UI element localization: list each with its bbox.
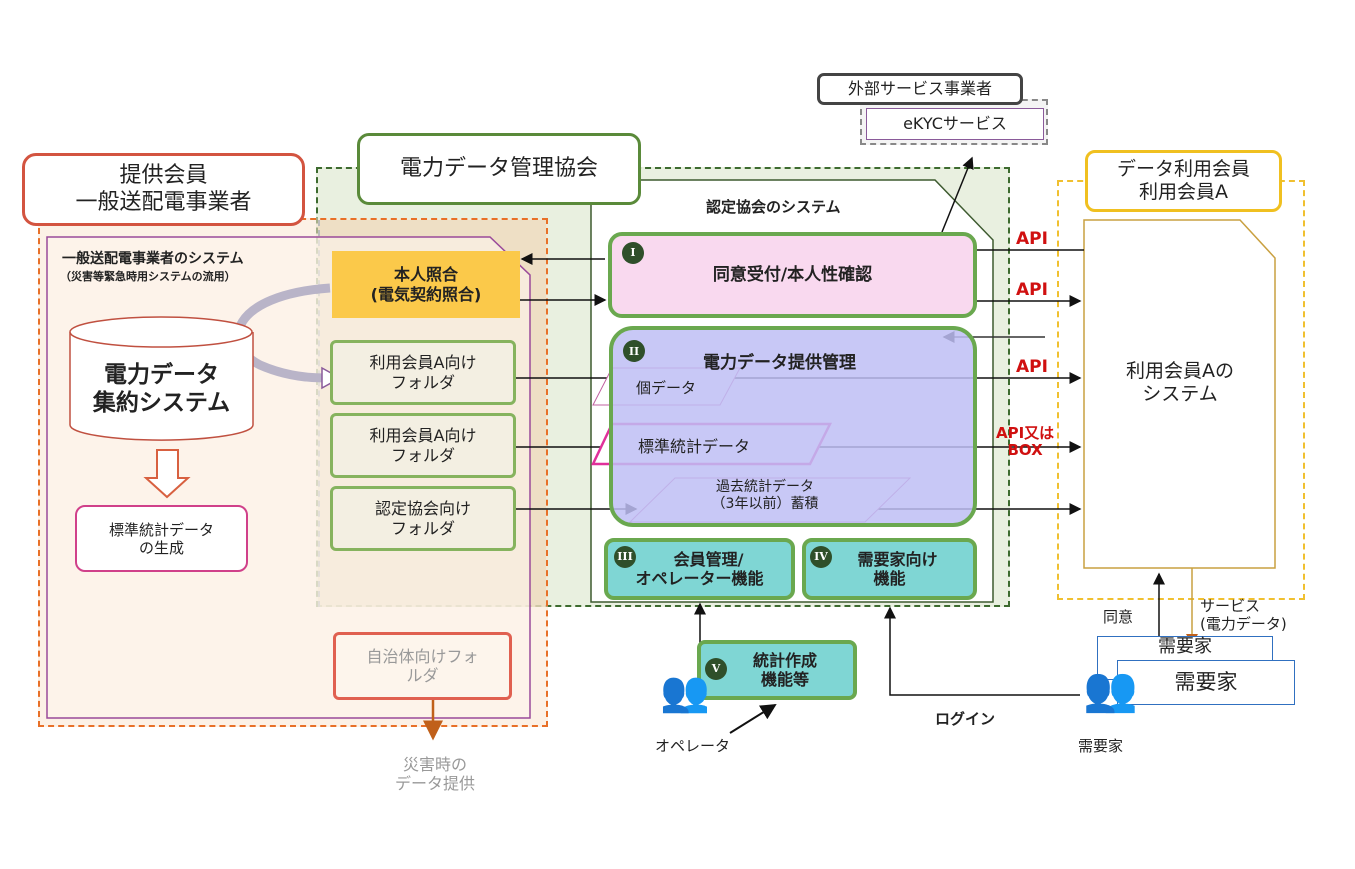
user-member-line1: データ利用会員 — [1116, 158, 1250, 181]
function-4-line2: 機能 — [873, 569, 906, 588]
user-member-line2: 利用会員A — [1139, 181, 1228, 203]
folder-line1: 利用会員A向け — [369, 353, 477, 373]
external-provider-box: 外部サービス事業者 — [817, 73, 1023, 105]
function-2-box: II 電力データ提供管理 — [609, 326, 977, 527]
folder-member-a-2: 利用会員A向けフォルダ — [330, 413, 516, 478]
operator-label: オペレータ — [655, 737, 731, 755]
member-system-line1: 利用会員Aの — [1126, 360, 1234, 382]
api-label-2: API — [1016, 280, 1048, 300]
db-line2: 集約システム — [92, 390, 231, 416]
folder-line1: 認定協会向け — [374, 499, 471, 519]
api-box-line2: BOX — [1007, 441, 1043, 460]
login-label: ログイン — [935, 710, 996, 728]
arrow — [729, 703, 777, 734]
database-label: 電力データ集約システム — [70, 355, 253, 425]
folder-member-a-1: 利用会員A向けフォルダ — [330, 340, 516, 405]
function-5-box: V 統計作成機能等 — [697, 640, 857, 700]
past-stats-label: 過去統計データ（3年以前）蓄積 — [670, 479, 860, 513]
folder-line2: フォルダ — [390, 518, 455, 538]
consent-label: 同意 — [1103, 608, 1134, 626]
disaster-line2: データ提供 — [394, 774, 475, 794]
function-5-line1: 統計作成 — [752, 650, 817, 670]
association-system-title: 認定協会のシステム — [706, 198, 841, 216]
disaster-data-label: 災害時のデータ提供 — [370, 755, 500, 793]
provider-system-subtitle: （災害等緊急時用システムの流用） — [60, 270, 236, 283]
roman-numeral-2-icon: II — [623, 340, 645, 362]
association-title-box: 電力データ管理協会 — [357, 133, 641, 205]
identity-line1: 本人照合 — [393, 265, 458, 285]
function-3-line2: オペレーター機能 — [635, 569, 764, 588]
stat-gen-line1: 標準統計データ — [108, 520, 214, 539]
arrow — [884, 606, 1080, 696]
folder-association: 認定協会向けフォルダ — [330, 486, 516, 551]
function-4-line1: 需要家向け — [857, 549, 938, 569]
user-member-title-box: データ利用会員利用会員A — [1085, 150, 1282, 212]
provider-title-box: 提供会員 一般送配電事業者 — [22, 153, 305, 226]
roman-numeral-3-icon: III — [614, 546, 636, 568]
roman-numeral-4-icon: IV — [810, 546, 832, 568]
provider-system-title: 一般送配電事業者のシステム — [62, 251, 244, 267]
api-label-3: API — [1016, 357, 1048, 377]
stat-gen-line2: の生成 — [138, 538, 184, 557]
provider-title-line2: 一般送配電事業者 — [75, 189, 252, 215]
roman-numeral-5-icon: V — [705, 658, 727, 680]
municipal-line2: ルダ — [406, 666, 439, 685]
folder-line2: フォルダ — [390, 445, 455, 465]
disaster-line1: 災害時の — [402, 755, 467, 774]
api-label-1: API — [1016, 229, 1048, 249]
identity-check-box: 本人照合(電気契約照合) — [332, 251, 520, 318]
service-line1: サービス — [1200, 597, 1261, 615]
service-line2: (電力データ) — [1200, 615, 1287, 633]
past-line2: （3年以前）蓄積 — [711, 495, 819, 512]
standard-stats-label: 標準統計データ — [638, 437, 751, 456]
member-system-label: 利用会員Aのシステム — [1090, 360, 1270, 406]
operator-people-icon: 👥 — [660, 669, 710, 715]
function-5-line2: 機能等 — [760, 670, 809, 689]
stat-generation-box: 標準統計データの生成 — [75, 505, 248, 572]
municipal-folder: 自治体向けフォルダ — [333, 632, 512, 700]
folder-line1: 利用会員A向け — [369, 426, 477, 446]
consumer-people-icon: 👥 — [1083, 664, 1138, 715]
function-4-box: IV 需要家向け機能 — [802, 538, 977, 600]
function-2-label: 電力データ提供管理 — [703, 353, 856, 373]
consumer-box-front: 需要家 — [1117, 660, 1295, 705]
identity-line2: (電気契約照合) — [370, 284, 482, 304]
consumer-label: 需要家 — [1078, 737, 1124, 755]
folder-line2: フォルダ — [390, 372, 455, 392]
past-line1: 過去統計データ — [716, 479, 814, 495]
member-system-line2: システム — [1142, 382, 1218, 405]
function-3-line1: 会員管理/ — [673, 549, 744, 569]
api-box-line1: API又は — [996, 424, 1055, 442]
function-1-box: I 同意受付/本人性確認 — [608, 232, 977, 318]
roman-numeral-1-icon: I — [622, 242, 644, 264]
municipal-line1: 自治体向けフォ — [366, 646, 479, 666]
db-line1: 電力データ — [104, 362, 219, 389]
individual-data-label: 個データ — [636, 379, 697, 397]
ekyc-service-box: eKYCサービス — [866, 108, 1044, 140]
service-label: サービス(電力データ) — [1200, 597, 1287, 633]
function-1-label: 同意受付/本人性確認 — [712, 264, 873, 285]
provider-title-line1: 提供会員 — [119, 163, 208, 189]
function-3-box: III 会員管理/オペレーター機能 — [604, 538, 795, 600]
